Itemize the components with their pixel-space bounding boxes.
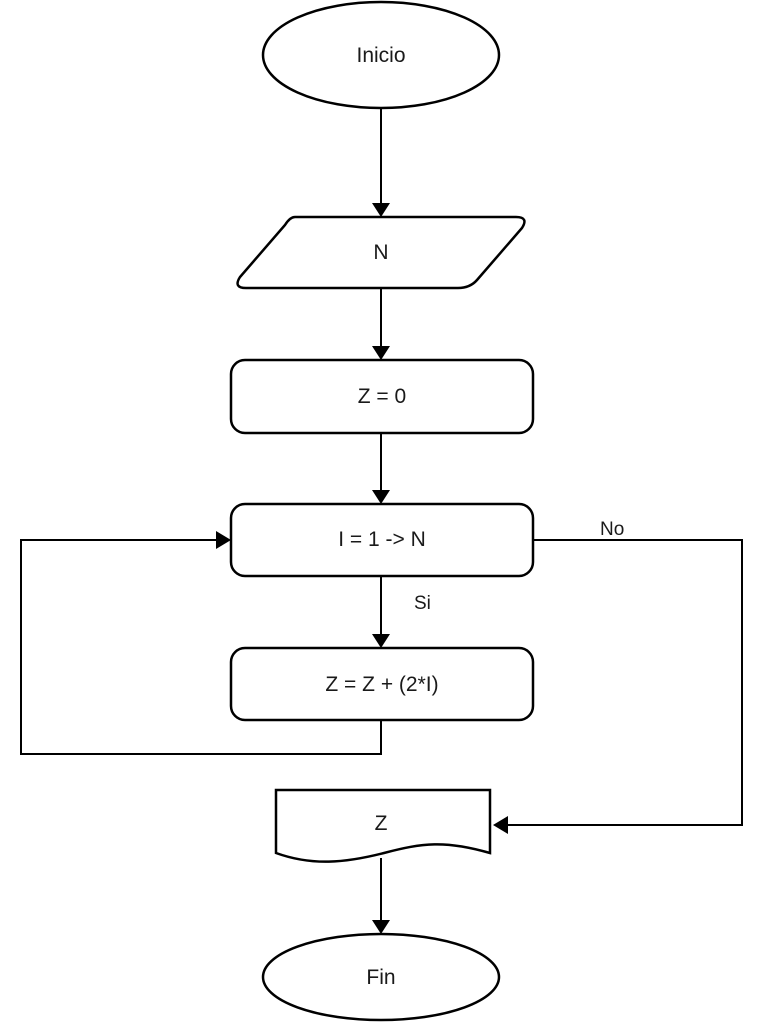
node-start: Inicio: [261, 0, 501, 110]
node-init-z: Z = 0: [229, 358, 535, 435]
node-accumulate: Z = Z + (2*I): [229, 646, 535, 722]
end-terminator: [261, 932, 501, 1022]
arrowhead-output: [493, 816, 508, 834]
arrowhead-end: [372, 920, 390, 934]
arrowhead-init: [372, 346, 390, 360]
end-label: Fin: [366, 966, 395, 989]
node-end: Fin: [261, 932, 501, 1022]
edge-loop-no: [508, 539, 743, 826]
input-label: N: [373, 241, 388, 264]
accumulate-label: Z = Z + (2*I): [325, 673, 438, 696]
input-parallelogram: [236, 215, 526, 290]
arrowhead-input: [372, 203, 390, 217]
edge-label-yes: Si: [414, 593, 431, 614]
node-input-n: N: [236, 215, 526, 290]
output-label: Z: [375, 812, 388, 835]
arrowhead-accumulate: [372, 634, 390, 648]
edge-label-no: No: [600, 519, 624, 540]
arrowhead-loop-back: [216, 531, 231, 549]
start-terminator: [261, 0, 501, 110]
loop-box: [229, 502, 535, 578]
edge-loop-back: [20, 539, 382, 755]
init-process-box: [229, 358, 535, 435]
edges: [20, 108, 743, 934]
loop-label: I = 1 -> N: [338, 528, 426, 551]
node-loop: I = 1 -> N: [229, 502, 535, 578]
accumulate-box: [229, 646, 535, 722]
node-output-z: Z: [274, 788, 492, 863]
arrowhead-loop: [372, 490, 390, 504]
start-label: Inicio: [356, 44, 405, 67]
output-document: [274, 788, 492, 863]
init-label: Z = 0: [358, 385, 406, 408]
